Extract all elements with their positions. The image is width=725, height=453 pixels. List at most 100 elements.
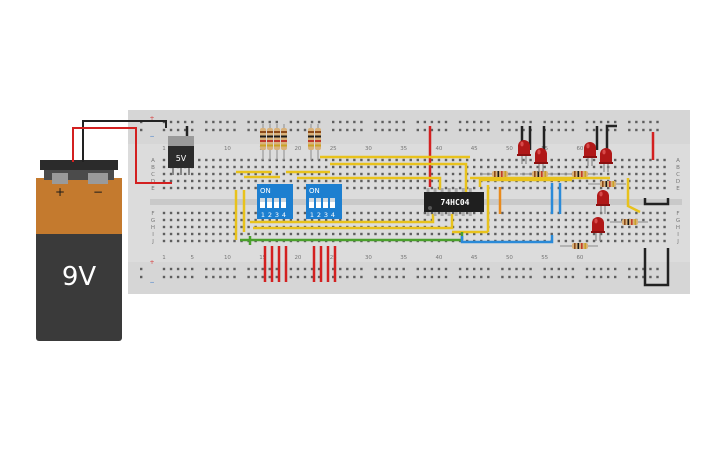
breadboard-hole[interactable] <box>606 232 610 236</box>
breadboard-hole[interactable] <box>494 186 497 190</box>
rail-hole[interactable] <box>339 128 342 132</box>
breadboard-hole[interactable] <box>212 225 215 229</box>
rail-hole[interactable] <box>169 267 173 271</box>
breadboard-hole[interactable] <box>543 211 546 215</box>
breadboard-hole[interactable] <box>642 239 645 243</box>
breadboard-hole[interactable] <box>614 232 617 236</box>
breadboard-hole[interactable] <box>465 218 469 222</box>
breadboard-hole[interactable] <box>162 232 166 236</box>
breadboard-hole[interactable] <box>614 179 617 183</box>
breadboard-hole[interactable] <box>388 172 391 176</box>
breadboard-hole[interactable] <box>296 218 300 222</box>
breadboard-hole[interactable] <box>310 172 314 176</box>
breadboard-hole[interactable] <box>578 179 582 183</box>
breadboard-hole[interactable] <box>339 172 342 176</box>
breadboard-hole[interactable] <box>169 179 173 183</box>
breadboard-hole[interactable] <box>599 172 603 176</box>
breadboard-hole[interactable] <box>487 165 490 169</box>
breadboard-hole[interactable] <box>183 179 187 183</box>
rail-hole[interactable] <box>557 120 560 124</box>
breadboard-hole[interactable] <box>473 232 476 236</box>
breadboard-hole[interactable] <box>522 165 525 169</box>
rail-hole[interactable] <box>346 128 349 132</box>
breadboard-hole[interactable] <box>614 165 617 169</box>
breadboard-hole[interactable] <box>536 165 539 169</box>
breadboard-hole[interactable] <box>423 186 427 190</box>
rail-hole[interactable] <box>395 120 398 124</box>
breadboard-hole[interactable] <box>367 172 370 176</box>
rail-hole[interactable] <box>522 128 525 132</box>
rail-hole[interactable] <box>183 128 187 132</box>
breadboard-hole[interactable] <box>247 225 250 229</box>
rail-hole[interactable] <box>635 128 638 132</box>
breadboard-hole[interactable] <box>592 232 596 236</box>
breadboard-hole[interactable] <box>437 158 441 162</box>
rail-hole[interactable] <box>191 120 194 124</box>
breadboard-hole[interactable] <box>501 186 504 190</box>
breadboard-hole[interactable] <box>212 179 215 183</box>
breadboard-hole[interactable] <box>409 186 412 190</box>
breadboard-hole[interactable] <box>437 165 441 169</box>
breadboard-hole[interactable] <box>621 186 624 190</box>
breadboard-hole[interactable] <box>585 165 589 169</box>
resistor[interactable] <box>315 124 321 160</box>
rail-hole[interactable] <box>606 267 610 271</box>
breadboard-hole[interactable] <box>557 165 560 169</box>
rail-hole[interactable] <box>169 128 173 132</box>
breadboard-hole[interactable] <box>353 186 356 190</box>
rail-hole[interactable] <box>543 120 546 124</box>
rail-hole[interactable] <box>310 120 314 124</box>
rail-hole[interactable] <box>212 267 215 271</box>
rail-hole[interactable] <box>628 128 631 132</box>
breadboard-hole[interactable] <box>437 211 441 215</box>
rail-hole[interactable] <box>614 275 617 279</box>
breadboard-hole[interactable] <box>339 165 342 169</box>
rail-hole[interactable] <box>487 267 490 271</box>
breadboard-hole[interactable] <box>303 158 307 162</box>
breadboard-hole[interactable] <box>205 232 208 236</box>
breadboard-hole[interactable] <box>162 172 166 176</box>
breadboard-hole[interactable] <box>254 232 257 236</box>
breadboard-hole[interactable] <box>642 165 645 169</box>
breadboard-hole[interactable] <box>557 172 560 176</box>
breadboard-hole[interactable] <box>649 232 652 236</box>
rail-hole[interactable] <box>268 120 271 124</box>
breadboard-hole[interactable] <box>444 232 448 236</box>
breadboard-hole[interactable] <box>571 225 575 229</box>
breadboard-hole[interactable] <box>212 218 215 222</box>
breadboard-hole[interactable] <box>571 232 575 236</box>
breadboard-hole[interactable] <box>346 179 349 183</box>
rail-hole[interactable] <box>458 267 462 271</box>
resistor[interactable] <box>560 171 598 177</box>
breadboard-hole[interactable] <box>289 218 293 222</box>
rail-hole[interactable] <box>458 128 462 132</box>
breadboard-hole[interactable] <box>289 179 293 183</box>
rail-hole[interactable] <box>212 128 215 132</box>
breadboard-hole[interactable] <box>473 172 476 176</box>
wire-yellow[interactable] <box>626 178 641 214</box>
rail-hole[interactable] <box>656 267 659 271</box>
rail-hole[interactable] <box>310 267 314 271</box>
breadboard-hole[interactable] <box>367 186 370 190</box>
breadboard-hole[interactable] <box>346 165 349 169</box>
breadboard-hole[interactable] <box>451 232 455 236</box>
breadboard-hole[interactable] <box>487 158 490 162</box>
rail-hole[interactable] <box>437 267 441 271</box>
breadboard-hole[interactable] <box>374 172 377 176</box>
breadboard-hole[interactable] <box>360 232 363 236</box>
resistor[interactable] <box>610 219 648 225</box>
breadboard-hole[interactable] <box>360 218 363 222</box>
breadboard-hole[interactable] <box>176 239 180 243</box>
rail-hole[interactable] <box>599 120 603 124</box>
breadboard-hole[interactable] <box>480 218 483 222</box>
breadboard-hole[interactable] <box>317 172 321 176</box>
breadboard-hole[interactable] <box>310 232 314 236</box>
rail-hole[interactable] <box>508 120 511 124</box>
rail-hole[interactable] <box>402 128 405 132</box>
breadboard-hole[interactable] <box>571 218 575 222</box>
breadboard-hole[interactable] <box>592 179 596 183</box>
breadboard-hole[interactable] <box>635 232 638 236</box>
breadboard-hole[interactable] <box>381 179 384 183</box>
breadboard-hole[interactable] <box>360 165 363 169</box>
rail-hole[interactable] <box>508 275 511 279</box>
